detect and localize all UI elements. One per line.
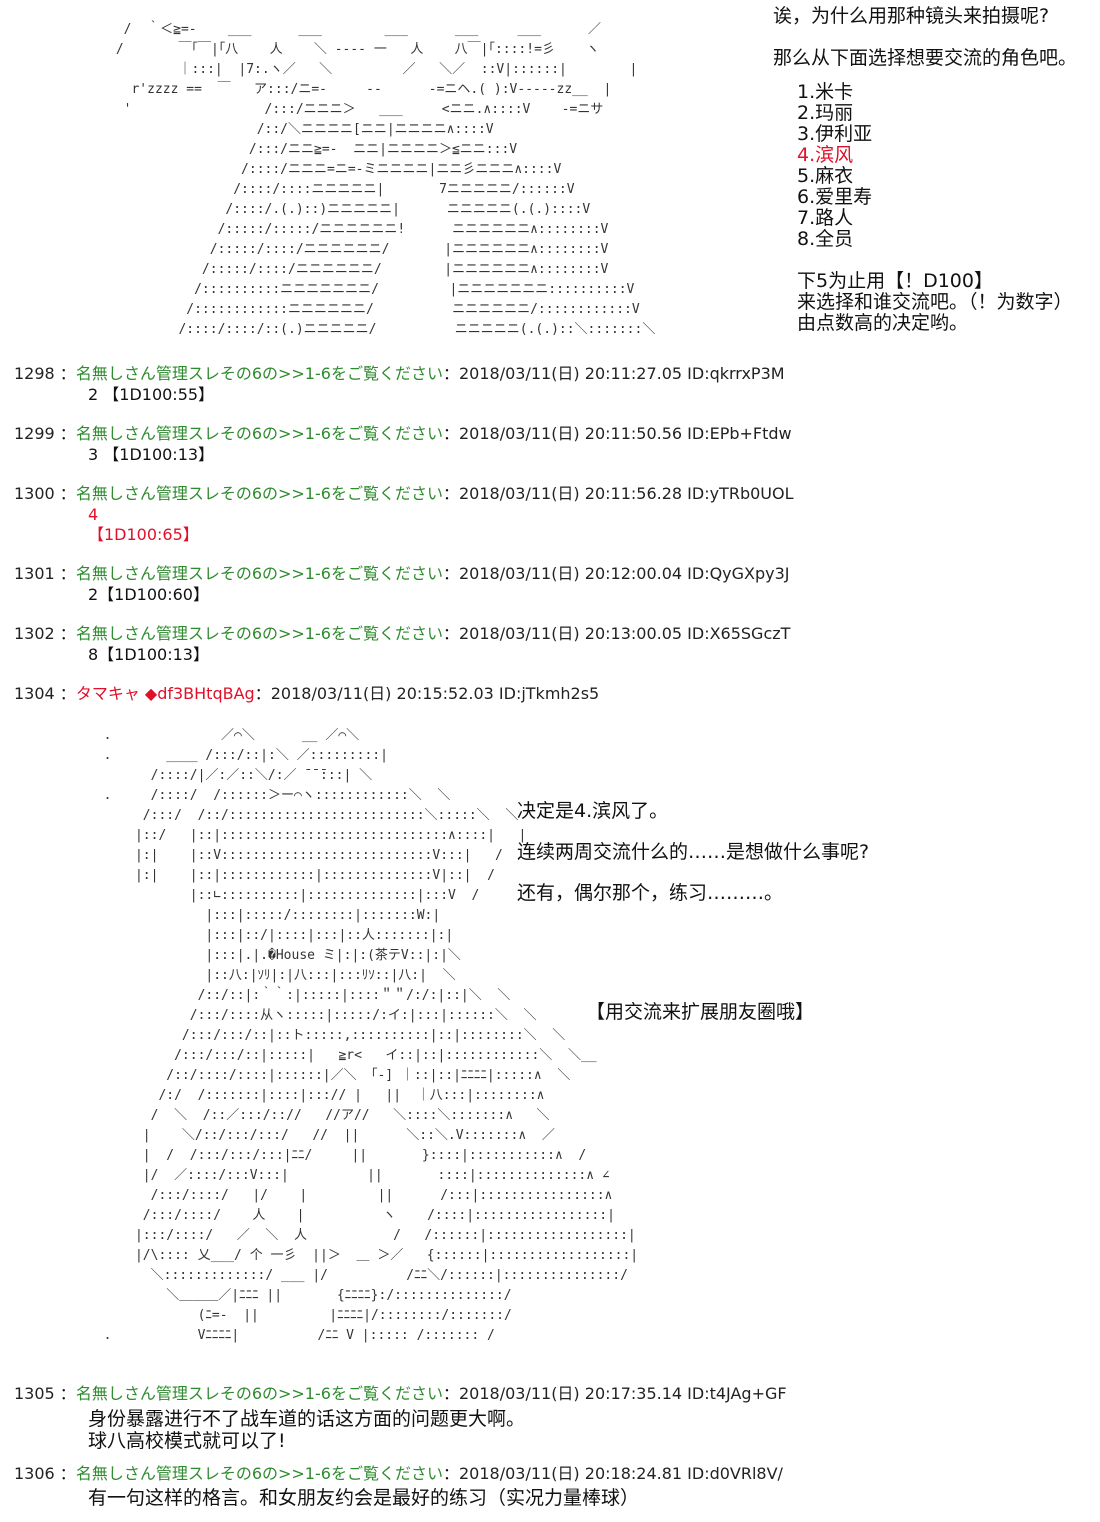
post-body-line: 4 <box>88 505 99 524</box>
post-number[interactable]: 1298 <box>14 364 55 383</box>
post-body: 有一句这样的格言。和女朋友约会是最好的练习（实况力量棒球） <box>88 1487 640 1509</box>
post-meta: 2018/03/11(日) 20:11:56.28 ID:yTRb0UOL <box>458 484 794 503</box>
dialogue-line: 还有，偶尔那个，练习………。 <box>517 882 784 904</box>
ascii-art-character: . ／⌒＼ __ ／⌒＼ . ____ /:::/::|:＼ ／::::::::… <box>103 728 639 1343</box>
post-number[interactable]: 1302 <box>14 624 55 643</box>
post-body-line: 【1D100:65】 <box>88 525 199 544</box>
choice-item: 6.爱里寿 <box>797 186 873 208</box>
poster-name: 名無しさん管理スレその6の>>1-6をご覧ください <box>75 484 443 503</box>
post-meta: 2018/03/11(日) 20:17:35.14 ID:t4JAg+GF <box>458 1384 787 1403</box>
post-header: 1301 ：名無しさん管理スレその6の>>1-6をご覧ください：2018/03/… <box>14 564 790 583</box>
instruction-line: 由点数高的决定哟。 <box>797 312 969 334</box>
ascii-art-car-scene: / ｀＜≧=- ___ ___ ___ ___ ___ ／ / ￣｢￣|｢八 人… <box>115 22 656 337</box>
post-header: 1305 ：名無しさん管理スレその6の>>1-6をご覧ください：2018/03/… <box>14 1384 787 1403</box>
instruction-line: 下5为止用【！D100】 <box>797 270 993 292</box>
post-number[interactable]: 1301 <box>14 564 55 583</box>
post-meta: 2018/03/11(日) 20:13:00.05 ID:X65SGczT <box>458 624 791 643</box>
post-number[interactable]: 1304 <box>14 684 55 703</box>
post-body: 2 【1D100:55】 <box>88 385 215 404</box>
dialogue-line: 决定是4.滨风了。 <box>517 800 669 822</box>
post-header: 1302 ：名無しさん管理スレその6の>>1-6をご覧ください：2018/03/… <box>14 624 791 643</box>
choice-item: 8.全员 <box>797 228 854 250</box>
instruction-line: 来选择和谁交流吧。（！为数字） <box>797 291 1073 313</box>
post-number[interactable]: 1300 <box>14 484 55 503</box>
post-meta: 2018/03/11(日) 20:15:52.03 ID:jTkmh2s5 <box>270 684 600 703</box>
poster-name: 名無しさん管理スレその6の>>1-6をご覧ください <box>75 424 443 443</box>
poster-name: 名無しさん管理スレその6の>>1-6をご覧ください <box>75 364 443 383</box>
post-header-author: 1304 ：タマキャ ◆df3BHtqBAg：2018/03/11(日) 20:… <box>14 684 600 703</box>
poster-name: 名無しさん管理スレその6の>>1-6をご覧ください <box>75 1464 443 1483</box>
post-body: 3 【1D100:13】 <box>88 445 215 464</box>
roll-instructions: 下5为止用【！D100】 来选择和谁交流吧。（！为数字） 由点数高的决定哟。 <box>797 271 1073 334</box>
poster-name: 名無しさん管理スレその6の>>1-6をご覧ください <box>75 564 443 583</box>
choice-item-selected: 4.滨风 <box>797 144 854 166</box>
poster-name: 名無しさん管理スレその6の>>1-6をご覧ください <box>75 1384 443 1403</box>
post-body: 2【1D100:60】 <box>88 585 209 604</box>
narration-line-1: 诶，为什么用那种镜头来拍摄呢? <box>773 5 1050 27</box>
post-meta: 2018/03/11(日) 20:18:24.81 ID:d0VRl8V/ <box>458 1464 783 1483</box>
post-number[interactable]: 1299 <box>14 424 55 443</box>
post-meta: 2018/03/11(日) 20:12:00.04 ID:QyGXpy3J <box>458 564 790 583</box>
choice-list: 1.米卡 2.玛丽 3.伊利亚 4.滨风 5.麻衣 6.爱里寿 7.路人 8.全… <box>797 82 872 250</box>
author-name: タマキャ ◆df3BHtqBAg <box>75 684 255 703</box>
post-header: 1306 ：名無しさん管理スレその6の>>1-6をご覧ください：2018/03/… <box>14 1464 783 1483</box>
choice-item: 7.路人 <box>797 207 854 229</box>
choice-item: 5.麻衣 <box>797 165 854 187</box>
scene2-banner: 【用交流来扩展朋友圈哦】 <box>586 1001 815 1023</box>
post-header: 1299 ：名無しさん管理スレその6の>>1-6をご覧ください：2018/03/… <box>14 424 792 443</box>
post-meta: 2018/03/11(日) 20:11:27.05 ID:qkrrxP3M <box>458 364 785 383</box>
scene2-dialogue: 决定是4.滨风了。 连续两周交流什么的……是想做什么事呢? 还有，偶尔那个，练习… <box>517 801 869 904</box>
choice-item: 1.米卡 <box>797 81 854 103</box>
poster-name: 名無しさん管理スレその6の>>1-6をご覧ください <box>75 624 443 643</box>
dialogue-line: 连续两周交流什么的……是想做什么事呢? <box>517 841 870 863</box>
post-header: 1300 ：名無しさん管理スレその6の>>1-6をご覧ください：2018/03/… <box>14 484 794 503</box>
choice-item: 3.伊利亚 <box>797 123 873 145</box>
narration-line-2: 那么从下面选择想要交流的角色吧。 <box>773 47 1078 69</box>
post-number[interactable]: 1305 <box>14 1384 55 1403</box>
post-body-line: 球八高校模式就可以了! <box>88 1430 286 1452</box>
post-header: 1298 ：名無しさん管理スレその6の>>1-6をご覧ください：2018/03/… <box>14 364 785 383</box>
post-body: 8【1D100:13】 <box>88 645 209 664</box>
scene1-narration: 诶，为什么用那种镜头来拍摄呢? 那么从下面选择想要交流的角色吧。 <box>773 6 1077 69</box>
post-body-line: 身份暴露进行不了战车道的话这方面的问题更大啊。 <box>88 1408 526 1430</box>
post-meta: 2018/03/11(日) 20:11:50.56 ID:EPb+Ftdw <box>458 424 792 443</box>
post-number[interactable]: 1306 <box>14 1464 55 1483</box>
choice-item: 2.玛丽 <box>797 102 854 124</box>
